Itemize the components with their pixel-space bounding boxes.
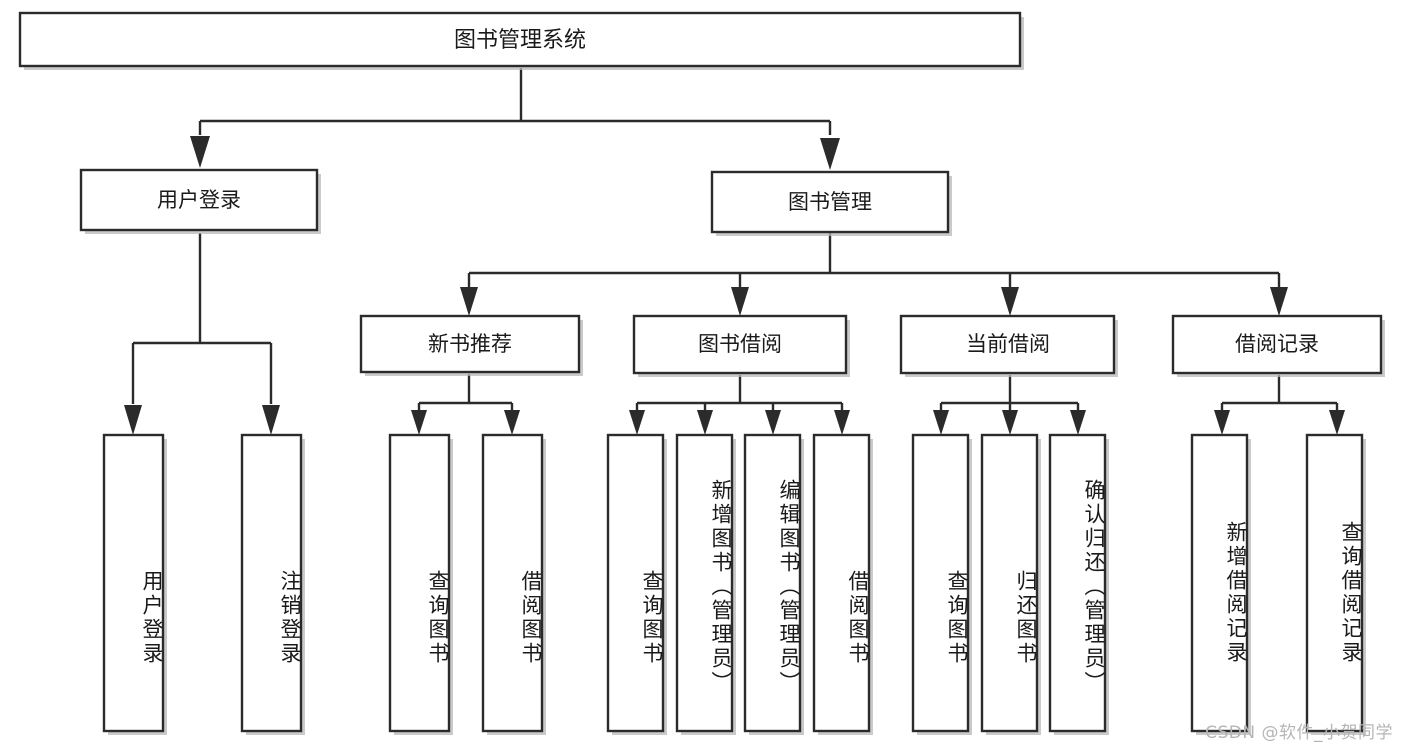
arrow-head-newbook-leaf-1 <box>411 410 427 435</box>
leaf-borrowrecord-add-record[interactable] <box>1190 433 1251 735</box>
arrow-head-currentborrow-leaf-3 <box>1070 410 1086 435</box>
arrow-head-borrowrecord-leaf-1 <box>1214 410 1230 435</box>
leaf-borrowrecord-query-record-rect[interactable] <box>1305 433 1364 733</box>
leaf-user-login[interactable] <box>102 433 167 735</box>
leaf-currentborrow-query-book[interactable] <box>911 433 972 735</box>
leaf-logout[interactable] <box>240 433 305 735</box>
leaf-borrowbook-query-book-rect[interactable] <box>606 433 665 733</box>
arrow-head-borrowbook-leaf-2 <box>697 410 713 435</box>
arrow-head-leaf-user-login <box>124 405 142 435</box>
arrow-head-current-borrow <box>1001 287 1019 316</box>
node-current-borrow-label: 当前借阅 <box>966 332 1050 356</box>
node-current-borrow-rect[interactable] <box>899 314 1116 375</box>
leaf-newbook-query-book[interactable] <box>388 433 453 735</box>
node-root[interactable]: 图书管理系统 <box>18 11 1024 70</box>
node-new-book-recommend[interactable]: 新书推荐 <box>359 314 583 376</box>
arrow-head-borrowbook-leaf-4 <box>834 410 850 435</box>
arrow-head-book-borrow <box>731 287 749 316</box>
arrow-head-new-book <box>460 287 478 316</box>
arrow-head-book-management <box>820 138 840 170</box>
arrow-head-user-login <box>190 136 210 168</box>
node-book-management-label: 图书管理 <box>788 190 872 214</box>
node-borrow-record-label: 借阅记录 <box>1235 332 1319 356</box>
node-user-login-rect[interactable] <box>79 168 319 232</box>
leaf-currentborrow-confirm-return[interactable] <box>1048 433 1109 735</box>
node-book-borrow-rect[interactable] <box>632 314 848 375</box>
leaf-borrowbook-borrow-book-rect[interactable] <box>812 433 871 733</box>
arrow-head-leaf-logout <box>262 405 280 435</box>
node-book-borrow[interactable]: 图书借阅 <box>632 314 850 377</box>
leaf-borrowbook-edit-book-rect[interactable] <box>743 433 802 733</box>
leaf-currentborrow-return-book[interactable] <box>980 433 1041 735</box>
leaf-currentborrow-query-book-rect[interactable] <box>911 433 970 733</box>
node-borrow-record-rect[interactable] <box>1171 314 1383 375</box>
leaf-borrowrecord-query-record[interactable] <box>1305 433 1366 735</box>
node-root-rect[interactable] <box>18 11 1022 68</box>
leaf-newbook-borrow-book-rect[interactable] <box>481 433 544 733</box>
leaf-borrowbook-add-book-rect[interactable] <box>675 433 734 733</box>
leaf-borrowrecord-add-record-rect[interactable] <box>1190 433 1249 733</box>
node-book-management[interactable]: 图书管理 <box>710 170 952 236</box>
node-user-login[interactable]: 用户登录 <box>79 168 321 234</box>
node-book-management-rect[interactable] <box>710 170 950 234</box>
leaf-logout-rect[interactable] <box>240 433 303 733</box>
leaf-newbook-query-book-rect[interactable] <box>388 433 451 733</box>
arrow-head-borrowbook-leaf-3 <box>765 410 781 435</box>
leaf-borrowbook-add-book[interactable] <box>675 433 736 735</box>
node-current-borrow[interactable]: 当前借阅 <box>899 314 1118 377</box>
connector-layer <box>124 68 1345 435</box>
node-user-login-label: 用户登录 <box>157 188 241 212</box>
leaf-borrowbook-borrow-book[interactable] <box>812 433 873 735</box>
node-root-label: 图书管理系统 <box>454 28 586 53</box>
arrow-head-borrowrecord-leaf-2 <box>1329 410 1345 435</box>
node-book-borrow-label: 图书借阅 <box>698 332 782 356</box>
leaf-currentborrow-return-book-rect[interactable] <box>980 433 1039 733</box>
leaf-user-login-rect[interactable] <box>102 433 165 733</box>
node-new-book-recommend-rect[interactable] <box>359 314 581 374</box>
arrow-head-currentborrow-leaf-1 <box>933 410 949 435</box>
node-borrow-record[interactable]: 借阅记录 <box>1171 314 1385 377</box>
arrow-head-borrowbook-leaf-1 <box>629 410 645 435</box>
node-new-book-recommend-label: 新书推荐 <box>428 332 512 356</box>
leaf-currentborrow-confirm-return-rect[interactable] <box>1048 433 1107 733</box>
csdn-watermark: CSDN @软件_小贺同学 <box>1205 723 1393 743</box>
arrow-head-currentborrow-leaf-2 <box>1002 410 1018 435</box>
arrow-head-newbook-leaf-2 <box>504 410 520 435</box>
arrow-head-borrow-record <box>1270 287 1288 316</box>
leaf-borrowbook-query-book[interactable] <box>606 433 667 735</box>
leaf-borrowbook-edit-book[interactable] <box>743 433 804 735</box>
leaf-newbook-borrow-book[interactable] <box>481 433 546 735</box>
